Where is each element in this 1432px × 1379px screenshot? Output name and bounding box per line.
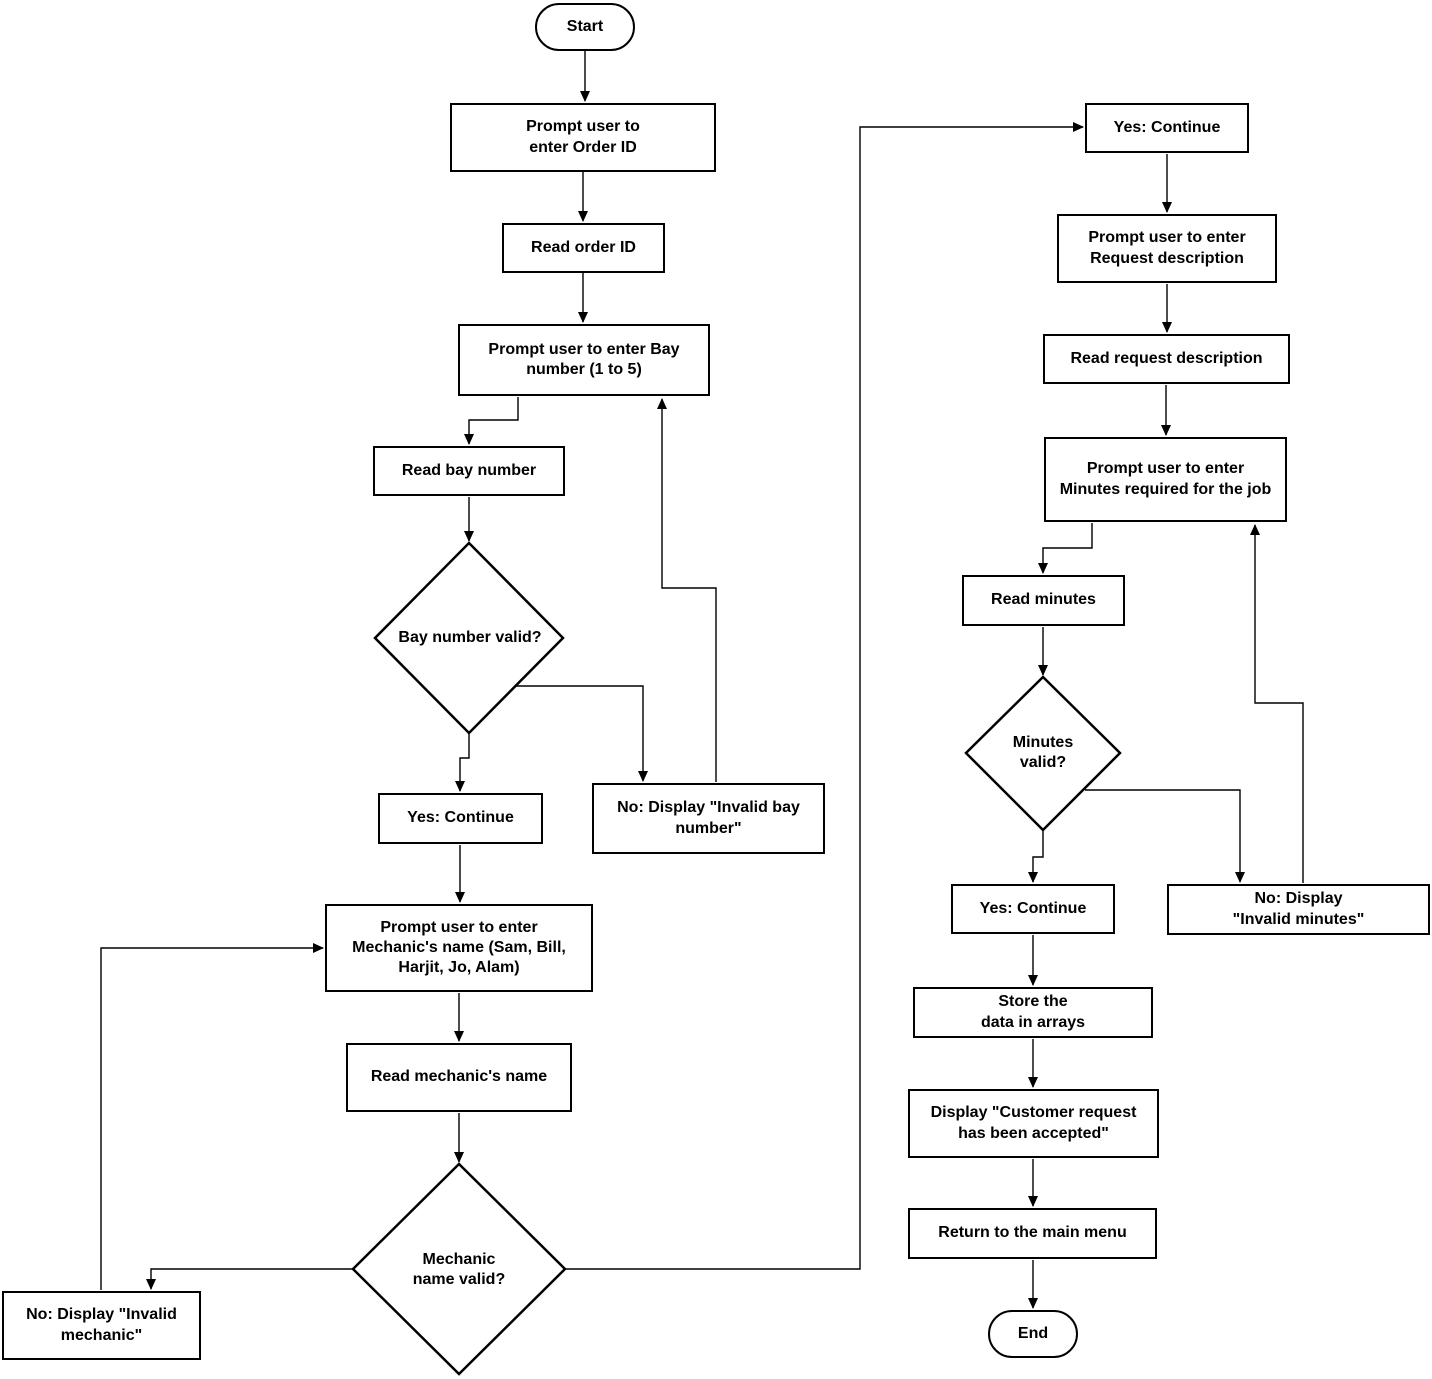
- decision-bay-valid-diamond: [373, 541, 565, 735]
- node-minutes-yes-continue: Yes: Continue: [951, 884, 1115, 934]
- edge-prompt-minutes-to-read-minutes: [1038, 523, 1093, 574]
- node-prompt-minutes: Prompt user to enter Minutes required fo…: [1044, 437, 1287, 522]
- edge-mechanic-valid-no: [146, 1268, 353, 1290]
- node-end: End: [988, 1310, 1078, 1358]
- node-read-minutes: Read minutes: [962, 575, 1125, 626]
- node-start: Start: [535, 3, 635, 51]
- node-display-accepted: Display "Customer request has been accep…: [908, 1089, 1159, 1158]
- node-read-order-id: Read order ID: [502, 223, 665, 273]
- edge-bay-valid-yes: [455, 734, 470, 792]
- node-read-request-description: Read request description: [1043, 334, 1290, 384]
- node-read-bay-number: Read bay number: [373, 446, 565, 496]
- edge-mechanic-valid-yes: [565, 122, 1084, 1270]
- node-bay-no-invalid: No: Display "Invalid bay number": [592, 783, 825, 854]
- node-return-main-menu: Return to the main menu: [908, 1208, 1157, 1259]
- node-prompt-bay-number: Prompt user to enter Bay number (1 to 5): [458, 324, 710, 396]
- node-store-data: Store the data in arrays: [913, 987, 1153, 1038]
- node-read-mechanic-name: Read mechanic's name: [346, 1043, 572, 1112]
- node-prompt-mechanic-name: Prompt user to enter Mechanic's name (Sa…: [325, 904, 593, 992]
- node-prompt-order-id: Prompt user to enter Order ID: [450, 103, 716, 172]
- node-mechanic-name-valid: Mechanic name valid?: [412, 1250, 506, 1288]
- edge-mechanic-no-loop-back: [100, 943, 324, 1290]
- decision-minutes-valid-diamond: [964, 675, 1122, 832]
- node-mechanic-no-invalid: No: Display "Invalid mechanic": [2, 1291, 201, 1360]
- node-minutes-valid: Minutes valid?: [1012, 733, 1074, 771]
- edge-bay-no-loop-back: [657, 398, 717, 782]
- edge-minutes-valid-no: [1085, 789, 1245, 883]
- edge-bay-valid-no: [516, 685, 648, 782]
- edge-minutes-valid-yes: [1028, 831, 1044, 883]
- decision-mechanic-valid-diamond: [351, 1162, 567, 1376]
- node-prompt-request-description: Prompt user to enter Request description: [1057, 214, 1277, 283]
- node-bay-number-valid: Bay number valid?: [398, 628, 542, 646]
- edge-prompt-bay-to-read-bay: [464, 397, 519, 445]
- node-mechanic-yes-continue: Yes: Continue: [1085, 103, 1249, 153]
- edge-minutes-no-loop-back: [1250, 524, 1304, 883]
- node-bay-yes-continue: Yes: Continue: [378, 793, 543, 844]
- node-minutes-no-invalid: No: Display "Invalid minutes": [1167, 884, 1430, 935]
